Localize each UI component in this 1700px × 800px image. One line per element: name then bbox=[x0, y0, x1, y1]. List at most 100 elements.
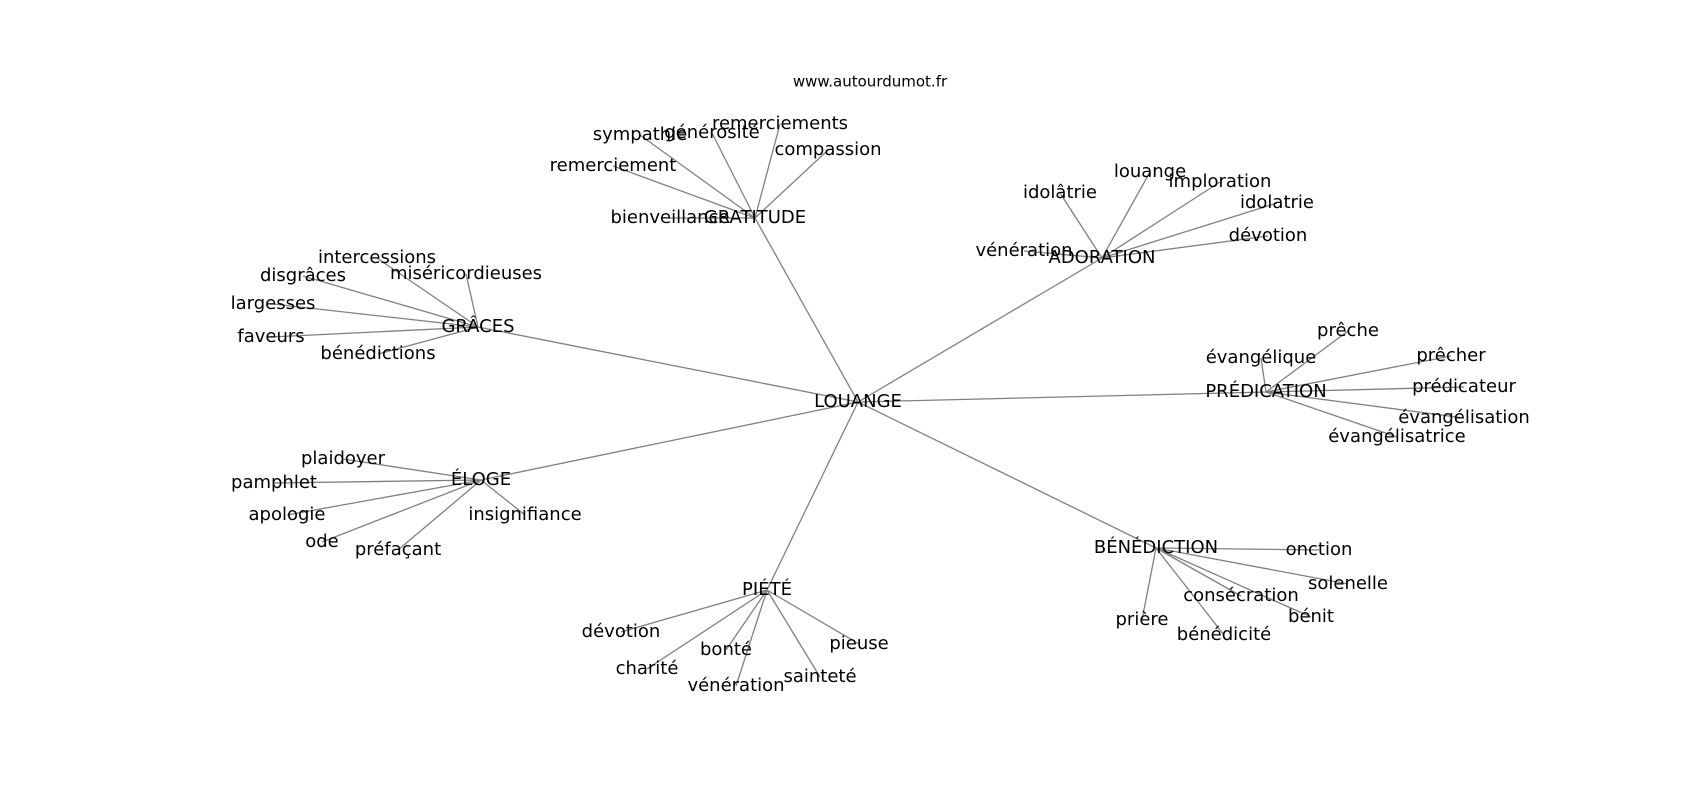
edge-piete-3 bbox=[646, 589, 768, 670]
edge-graces-4 bbox=[270, 326, 479, 338]
node-leaf-adoration-0: louange bbox=[1114, 161, 1186, 182]
node-leaf-graces-0: intercessions bbox=[318, 247, 436, 268]
node-leaf-adoration-1: imploration bbox=[1169, 171, 1272, 192]
node-leaf-gratitude-1: générosité bbox=[664, 122, 760, 143]
edge-benediction-2 bbox=[1155, 547, 1242, 597]
edge-gratitude-1 bbox=[711, 132, 756, 219]
node-leaf-predication-5: évangélisatrice bbox=[1328, 426, 1466, 447]
node-leaf-graces-5: bénédictions bbox=[320, 343, 435, 364]
node-leaf-adoration-5: vénération bbox=[975, 240, 1072, 261]
edge-benediction-3 bbox=[1155, 547, 1312, 618]
edge-predication-5 bbox=[1265, 391, 1398, 438]
edge-benediction-1 bbox=[1155, 547, 1349, 585]
edge-benediction-0 bbox=[1155, 547, 1320, 551]
edge-graces-0 bbox=[376, 257, 479, 328]
edge-eloge-2 bbox=[286, 479, 482, 516]
site-url: www.autourdumot.fr bbox=[793, 73, 948, 91]
edge-piete-5 bbox=[735, 589, 768, 687]
edge-adoration-4 bbox=[1101, 235, 1269, 259]
edge-gratitude-0 bbox=[754, 123, 781, 219]
edge-graces-3 bbox=[272, 303, 479, 328]
edge-graces-2 bbox=[302, 275, 479, 328]
node-cluster-graces: GRÂCES bbox=[441, 315, 514, 337]
node-leaf-eloge-3: insignifiance bbox=[468, 504, 581, 525]
node-leaf-piete-1: pieuse bbox=[829, 633, 888, 654]
node-leaf-adoration-4: dévotion bbox=[1229, 225, 1308, 246]
node-leaf-graces-2: disgrâces bbox=[260, 265, 346, 286]
edge-gratitude-2 bbox=[639, 134, 756, 219]
node-leaf-graces-4: faveurs bbox=[237, 326, 304, 347]
edge-piete-2 bbox=[725, 589, 768, 651]
node-leaf-graces-1: miséricordieuses bbox=[390, 263, 542, 284]
node-leaf-eloge-5: préfaçant bbox=[355, 539, 441, 560]
edge-adoration-0 bbox=[1101, 171, 1151, 259]
edge-graces-5 bbox=[377, 326, 479, 355]
node-leaf-gratitude-5: bienveillance bbox=[610, 207, 729, 228]
node-leaf-gratitude-2: sympathie bbox=[593, 124, 688, 145]
node-leaf-piete-0: dévotion bbox=[582, 621, 661, 642]
edge-adoration-5 bbox=[1023, 250, 1103, 259]
edge-root-predication bbox=[857, 391, 1267, 403]
node-cluster-gratitude: GRATITUDE bbox=[704, 207, 806, 228]
edge-eloge-1 bbox=[273, 479, 482, 484]
edge-graces-1 bbox=[465, 273, 479, 328]
edge-adoration-1 bbox=[1101, 181, 1221, 259]
edge-adoration-2 bbox=[1059, 192, 1103, 259]
node-leaf-predication-0: prêche bbox=[1317, 320, 1379, 341]
edge-root-adoration bbox=[857, 257, 1103, 403]
edge-root-benediction bbox=[857, 401, 1157, 549]
node-leaf-benediction-3: bénit bbox=[1288, 606, 1334, 627]
edge-gratitude-3 bbox=[754, 149, 829, 219]
node-leaf-adoration-2: idolâtrie bbox=[1023, 182, 1097, 203]
node-leaf-benediction-5: bénédicité bbox=[1177, 624, 1271, 645]
edge-predication-2 bbox=[1265, 355, 1452, 393]
edge-piete-4 bbox=[766, 589, 821, 678]
edge-root-gratitude bbox=[754, 217, 859, 403]
node-leaf-piete-5: vénération bbox=[687, 675, 784, 696]
node-cluster-eloge: ÉLOGE bbox=[451, 468, 511, 490]
edge-eloge-5 bbox=[397, 479, 482, 551]
node-leaf-piete-2: bonté bbox=[700, 639, 752, 660]
graph-labels: LOUANGEGRATITUDEremerciementsgénérosités… bbox=[231, 113, 1530, 696]
node-leaf-eloge-0: plaidoyer bbox=[301, 448, 386, 469]
node-cluster-piete: PIÉTÉ bbox=[742, 578, 792, 600]
node-leaf-predication-4: évangélisation bbox=[1398, 407, 1530, 428]
edge-predication-0 bbox=[1265, 330, 1349, 393]
node-cluster-predication: PRÉDICATION bbox=[1205, 380, 1326, 402]
edge-piete-0 bbox=[620, 589, 768, 633]
node-root-louange: LOUANGE bbox=[814, 391, 902, 412]
node-cluster-adoration: ADORATION bbox=[1049, 247, 1156, 268]
edge-predication-1 bbox=[1260, 357, 1267, 393]
edge-predication-3 bbox=[1265, 386, 1465, 393]
node-leaf-benediction-4: prière bbox=[1116, 609, 1169, 630]
edge-root-graces bbox=[477, 326, 859, 403]
node-leaf-eloge-4: ode bbox=[305, 531, 339, 552]
edge-root-piete bbox=[766, 401, 859, 591]
node-leaf-piete-4: sainteté bbox=[783, 666, 856, 687]
node-leaf-predication-3: prédicateur bbox=[1412, 376, 1516, 397]
edge-eloge-0 bbox=[342, 458, 482, 481]
edge-piete-1 bbox=[766, 589, 860, 645]
edge-gratitude-4 bbox=[612, 165, 756, 219]
node-leaf-gratitude-0: remerciements bbox=[712, 113, 848, 134]
edge-benediction-4 bbox=[1141, 547, 1157, 621]
node-leaf-predication-2: prêcher bbox=[1416, 345, 1486, 366]
edge-adoration-3 bbox=[1101, 202, 1278, 259]
node-leaf-adoration-3: idolatrie bbox=[1240, 192, 1314, 213]
node-cluster-benediction: BÉNÉDICTION bbox=[1094, 536, 1218, 558]
node-leaf-graces-3: largesses bbox=[231, 293, 316, 314]
edge-predication-4 bbox=[1265, 391, 1465, 419]
node-leaf-benediction-1: solenelle bbox=[1308, 573, 1388, 594]
edge-benediction-5 bbox=[1155, 547, 1225, 636]
node-leaf-gratitude-4: remerciement bbox=[550, 155, 677, 176]
graph-edges bbox=[270, 123, 1465, 687]
node-leaf-piete-3: charité bbox=[616, 658, 679, 679]
node-leaf-eloge-2: apologie bbox=[249, 504, 326, 525]
edge-root-eloge bbox=[480, 401, 859, 481]
node-leaf-benediction-2: consécration bbox=[1183, 585, 1299, 606]
edge-eloge-4 bbox=[321, 479, 482, 543]
node-leaf-gratitude-3: compassion bbox=[774, 139, 881, 160]
edge-eloge-3 bbox=[480, 479, 526, 516]
node-leaf-predication-1: évangélique bbox=[1206, 347, 1317, 368]
